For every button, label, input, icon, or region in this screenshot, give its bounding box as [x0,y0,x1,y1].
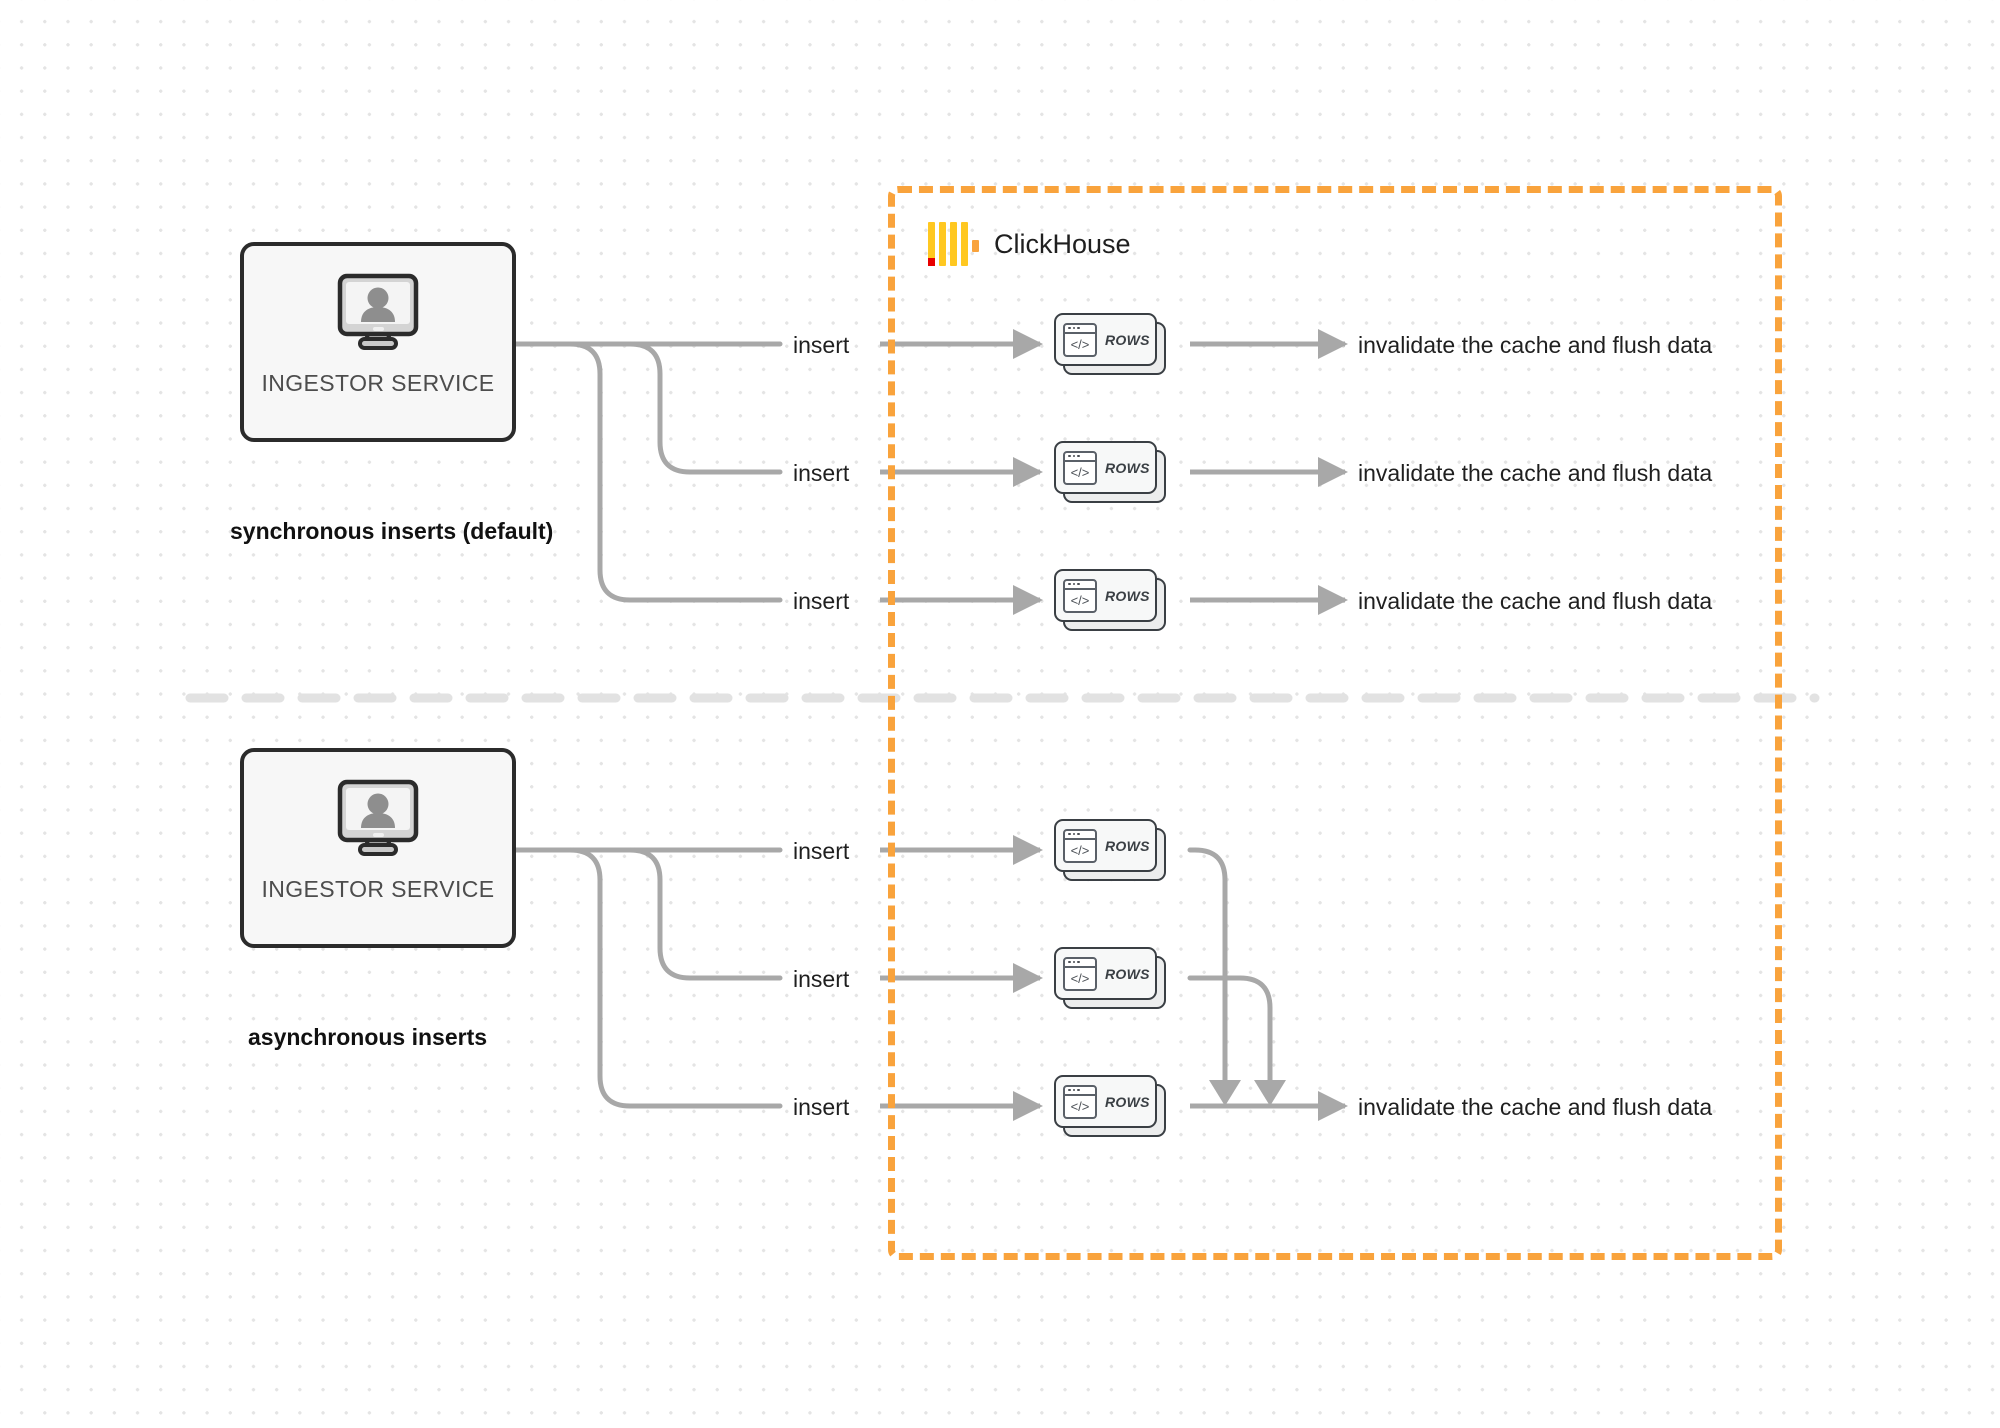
clickhouse-name: ClickHouse [994,228,1131,259]
code-window-icon: </> [1063,450,1097,485]
code-window-icon: </> [1063,828,1097,863]
async-branch-2 [513,847,783,981]
clickhouse-boundary [888,186,1782,1260]
insert-label-sync-2: insert [793,460,850,486]
caption-asynchronous: asynchronous inserts [248,1024,488,1050]
rows-card-front-layer: </> ROWS [1054,313,1157,366]
insert-label-async-3: insert [793,1094,850,1120]
rows-card-label: ROWS [1105,1093,1150,1110]
insert-label-sync-1: insert [793,332,850,358]
code-window-icon: </> [1063,322,1097,357]
result-label-sync-3: invalidate the cache and flush data [1358,588,1713,614]
insert-label-sync-3: insert [793,588,850,614]
monitor-user-icon [330,774,426,864]
clickhouse-logo-icon [928,222,979,266]
rows-card-sync-1[interactable]: </> ROWS [1054,313,1166,375]
clickhouse-brand: ClickHouse [928,222,1131,266]
rows-card-front-layer: </> ROWS [1054,1075,1157,1128]
caption-synchronous: synchronous inserts (default) [230,518,554,544]
rows-card-async-3[interactable]: </> ROWS [1054,1075,1166,1137]
rows-card-front-layer: </> ROWS [1054,569,1157,622]
monitor-user-icon [330,268,426,358]
code-window-icon: </> [1063,956,1097,991]
sync-branch-2 [513,341,783,475]
rows-card-label: ROWS [1105,965,1150,982]
rows-card-label: ROWS [1105,587,1150,604]
rows-card-label: ROWS [1105,459,1150,476]
result-label-sync-2: invalidate the cache and flush data [1358,460,1713,486]
result-label-async-merged: invalidate the cache and flush data [1358,1094,1713,1120]
rows-card-async-1[interactable]: </> ROWS [1054,819,1166,881]
insert-label-async-2: insert [793,966,850,992]
rows-card-label: ROWS [1105,331,1150,348]
rows-card-sync-2[interactable]: </> ROWS [1054,441,1166,503]
async-branch-3 [513,847,783,1109]
sync-branch-3 [513,341,783,603]
rows-card-label: ROWS [1105,837,1150,854]
result-label-sync-1: invalidate the cache and flush data [1358,332,1713,358]
rows-card-front-layer: </> ROWS [1054,441,1157,494]
ingestor-service-label-async: INGESTOR SERVICE [261,876,495,902]
rows-card-front-layer: </> ROWS [1054,947,1157,1000]
ingestor-service-label-sync: INGESTOR SERVICE [261,370,495,396]
code-window-icon: </> [1063,1084,1097,1119]
insert-label-async-1: insert [793,838,850,864]
rows-card-front-layer: </> ROWS [1054,819,1157,872]
code-window-icon: </> [1063,578,1097,613]
rows-card-sync-3[interactable]: </> ROWS [1054,569,1166,631]
ingestor-service-async[interactable]: INGESTOR SERVICE [240,748,516,948]
ingestor-service-sync[interactable]: INGESTOR SERVICE [240,242,516,442]
rows-card-async-2[interactable]: </> ROWS [1054,947,1166,1009]
